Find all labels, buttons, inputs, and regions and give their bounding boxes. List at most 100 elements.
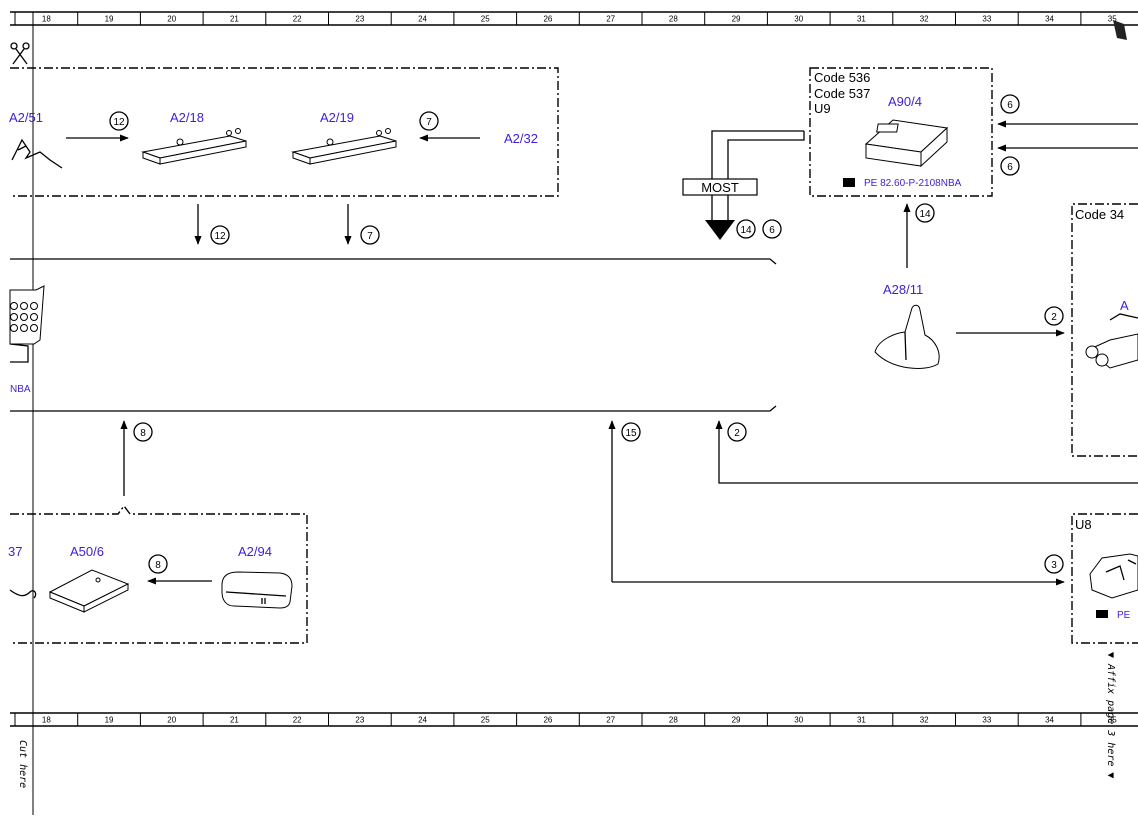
- label-a50-6: A50/6: [70, 544, 104, 559]
- svg-text:6: 6: [769, 225, 775, 236]
- label-a28-11: A28/11: [883, 282, 923, 297]
- ruler-number: 18: [42, 716, 51, 725]
- label-a90-4: A90/4: [888, 94, 922, 109]
- pe-ref-u8: PE: [1096, 610, 1131, 621]
- u8-label: U8: [1075, 517, 1092, 532]
- u9-label: U9: [814, 101, 831, 116]
- most-label: MOST: [701, 180, 739, 195]
- a50-6-device-icon: [48, 569, 130, 613]
- label-a2-18: A2/18: [170, 110, 204, 125]
- label-nba-fragment: NBA: [10, 384, 31, 395]
- circle-marker: 7: [360, 225, 380, 245]
- label-a2-94: A2/94: [238, 544, 272, 559]
- label-a2-51: A2/51: [9, 110, 43, 125]
- pe-ref-u8-label: PE: [1117, 610, 1131, 621]
- cut-here-note: Cut here: [17, 740, 28, 788]
- group-box-a50-6: [10, 504, 308, 644]
- ruler-number: 24: [418, 716, 427, 725]
- ruler-number: 28: [669, 716, 678, 725]
- most-bus: MOST: [682, 130, 805, 240]
- a2-51-device-icon: [11, 138, 63, 169]
- svg-text:2: 2: [734, 428, 740, 439]
- ruler-number: 21: [230, 716, 239, 725]
- circle-marker: 8: [133, 422, 153, 442]
- circle-marker: 8: [148, 554, 168, 574]
- ruler-number: 33: [982, 716, 991, 725]
- ruler-number: 29: [732, 716, 741, 725]
- scissors-icon: [10, 42, 30, 65]
- ruler-number: 21: [230, 15, 239, 24]
- code-537-label: Code 537: [814, 86, 870, 101]
- svg-text:8: 8: [155, 560, 161, 571]
- ruler-number: 35: [1108, 716, 1117, 725]
- ruler-number: 19: [105, 15, 114, 24]
- circle-marker: 6: [1000, 94, 1020, 114]
- pe-ref-label: PE 82.60-P-2108NBA: [864, 178, 962, 189]
- ruler-number: 22: [293, 716, 302, 725]
- center-region-top: [10, 258, 777, 265]
- circle-marker: 2: [727, 422, 747, 442]
- ruler-number: 27: [606, 716, 615, 725]
- svg-text:14: 14: [740, 225, 752, 236]
- circle-marker: 14: [915, 203, 935, 223]
- ruler-number: 31: [857, 15, 866, 24]
- ruler-number: 30: [794, 15, 803, 24]
- ruler-number: 19: [105, 716, 114, 725]
- ruler-number: 23: [355, 15, 364, 24]
- ruler-number: 22: [293, 15, 302, 24]
- a28-11-antenna-icon: [874, 304, 940, 369]
- circle-marker: 14: [736, 219, 756, 239]
- ruler-number: 27: [606, 15, 615, 24]
- ruler-number: 24: [418, 15, 427, 24]
- circle-marker: 6: [762, 219, 782, 239]
- ruler-number: 25: [481, 716, 490, 725]
- svg-text:2: 2: [1051, 312, 1057, 323]
- circle-marker: 15: [621, 422, 641, 442]
- group-box-a90-4: [809, 67, 993, 197]
- group-box-code-34: [1071, 203, 1138, 457]
- svg-text:7: 7: [426, 117, 432, 128]
- circle-marker: 2: [1044, 306, 1064, 326]
- a2-19-device-icon: [291, 128, 397, 165]
- ruler-number: 25: [481, 15, 490, 24]
- circle-marker: 3: [1044, 554, 1064, 574]
- a90-4-device-icon: [864, 119, 949, 168]
- circle-marker: 6: [1000, 156, 1020, 176]
- ruler-number: 29: [732, 15, 741, 24]
- group-box-a2: [10, 67, 559, 197]
- code-536-label: Code 536: [814, 70, 870, 85]
- label-37-fragment: 37: [8, 544, 22, 559]
- cable-fragment-icon: [9, 589, 37, 599]
- svg-text:8: 8: [140, 428, 146, 439]
- ruler-number: 20: [167, 716, 176, 725]
- affix-note: ▼ Affix page 3 here ▼: [1105, 652, 1116, 778]
- ruler-number: 20: [167, 15, 176, 24]
- svg-text:6: 6: [1007, 100, 1013, 111]
- svg-text:12: 12: [214, 231, 226, 242]
- center-region-bottom: [10, 405, 777, 412]
- ruler-number: 32: [920, 716, 929, 725]
- ruler-number: 34: [1045, 716, 1054, 725]
- ruler-number: 33: [982, 15, 991, 24]
- ruler-number: 35: [1108, 15, 1117, 24]
- ruler-number: 26: [543, 15, 552, 24]
- corner-tab-icon: [1113, 20, 1127, 40]
- svg-text:15: 15: [625, 428, 637, 439]
- ruler-number: 28: [669, 15, 678, 24]
- svg-text:12: 12: [113, 117, 125, 128]
- ruler-number: 26: [543, 716, 552, 725]
- label-a-fragment: A: [1120, 298, 1129, 313]
- svg-text:6: 6: [1007, 162, 1013, 173]
- circle-marker: 12: [210, 225, 230, 245]
- code34-device-icon: [1085, 313, 1138, 369]
- label-a2-19: A2/19: [320, 110, 354, 125]
- ruler-number: 32: [920, 15, 929, 24]
- circle-marker: 7: [419, 111, 439, 131]
- ruler-number: 23: [355, 716, 364, 725]
- u8-device-icon: [1089, 553, 1138, 599]
- svg-text:3: 3: [1051, 560, 1057, 571]
- ruler-number: 18: [42, 15, 51, 24]
